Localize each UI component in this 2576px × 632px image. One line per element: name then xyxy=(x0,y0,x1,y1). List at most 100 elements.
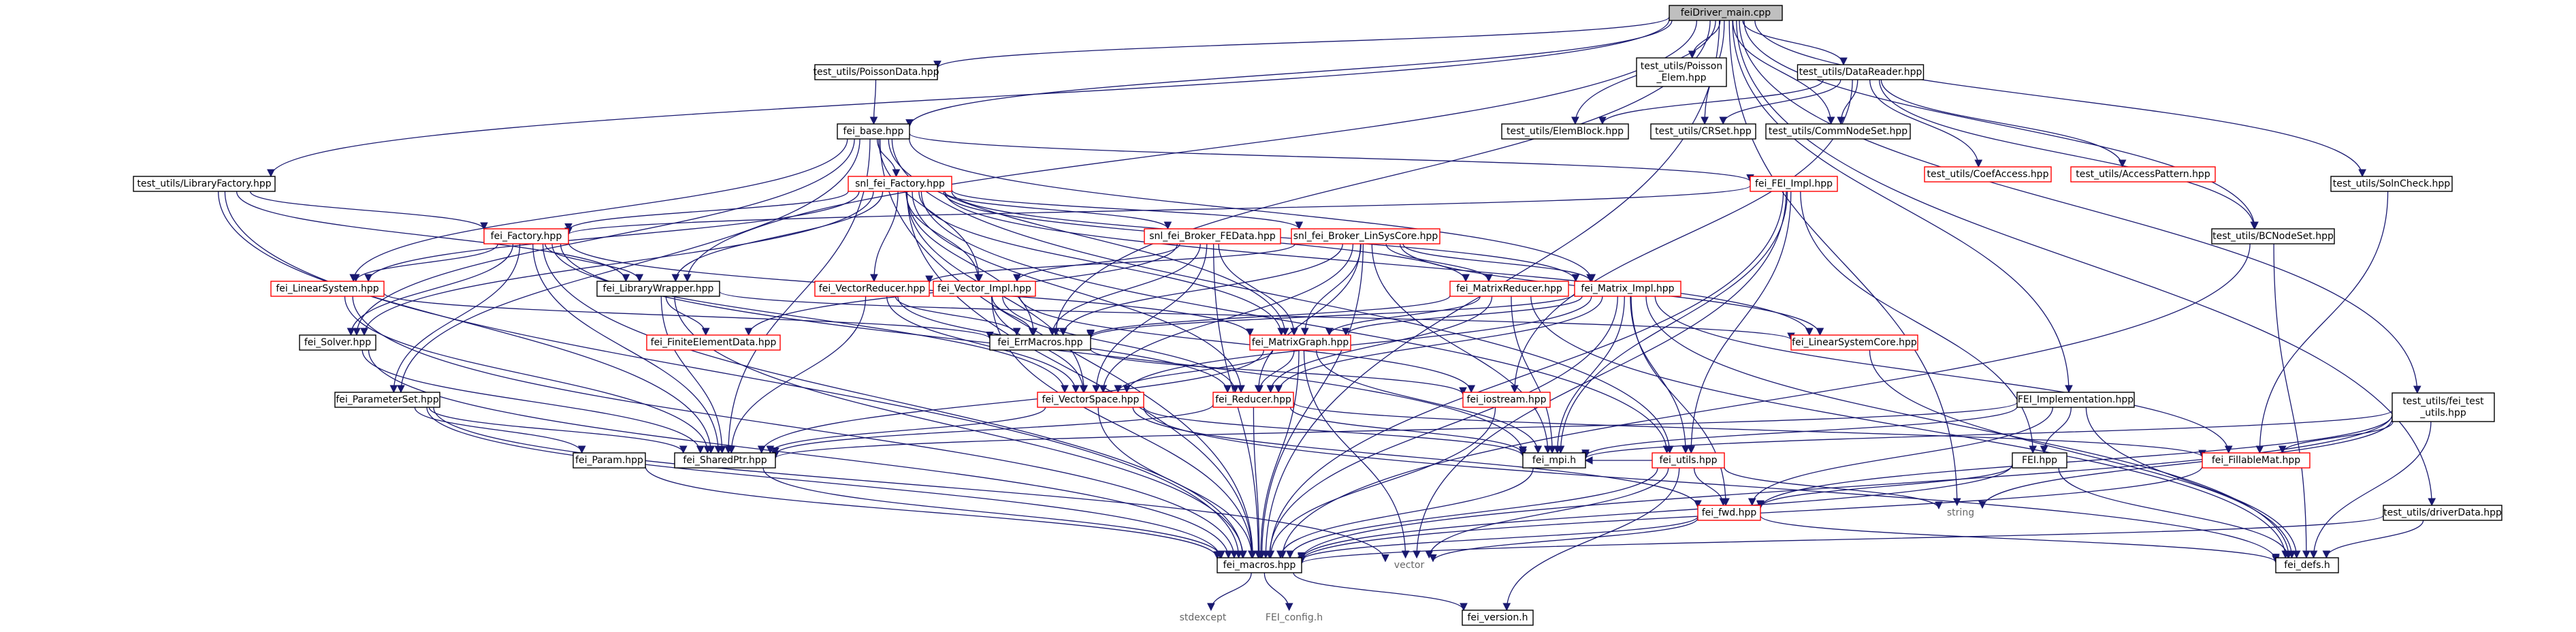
node-label: test_utils/CRSet.hpp xyxy=(1655,126,1752,137)
node-label: fei_Param.hpp xyxy=(575,455,643,466)
node-test-utils-driver-data[interactable]: test_utils/driverData.hpp xyxy=(2383,505,2502,521)
node-box xyxy=(596,281,720,297)
node-fei-linear-system[interactable]: fei_LinearSystem.hpp xyxy=(270,281,385,297)
node-box xyxy=(1765,123,1911,140)
node-snl-fei-factory[interactable]: snl_fei_Factory.hpp xyxy=(848,176,952,192)
edge-fei-factory-to-fei-solver xyxy=(347,243,514,336)
node-layer: feiDriver_main.cpp test_utils/PoissonData… xyxy=(133,5,2502,626)
node-test-utils-fei-test[interactable]: test_utils/fei_test_utils.hpp xyxy=(2392,392,2495,422)
node-fei-base[interactable]: fei_base.hpp xyxy=(837,123,910,140)
edge-snl-fe-data-to-fei-err-macros xyxy=(1048,243,1201,336)
edge-fei-parameter-set-to-fei-shared-ptr xyxy=(428,407,688,454)
node-fei-parameter-set[interactable]: fei_ParameterSet.hpp xyxy=(334,392,440,408)
edge-fei-reducer-to-fei-mpi xyxy=(1289,407,1527,455)
node-fei-vector-space[interactable]: fei_VectorSpace.hpp xyxy=(1037,392,1144,408)
edge-fei-matrix-reducer-to-fei-mpi xyxy=(1511,296,1556,454)
edge-fei-solver-to-fei-macros xyxy=(368,349,1233,559)
edge-test-utils-fei-test-to-string xyxy=(1978,418,2393,509)
edge-fei-driver-main-to-soln-check xyxy=(1754,20,2366,178)
node-box xyxy=(1750,176,1838,192)
node-fei-matrix-reducer[interactable]: fei_MatrixReducer.hpp xyxy=(1449,281,1569,297)
node-label: test_utils/SolnCheck.hpp xyxy=(2333,178,2451,189)
node-label: fei_Vector_Impl.hpp xyxy=(937,283,1031,294)
node-fei-hpp[interactable]: FEI.hpp xyxy=(2012,452,2067,469)
edge-test-utils-fei-test-to-fei-fwd xyxy=(1756,415,2393,509)
node-bc-node-set[interactable]: test_utils/BCNodeSet.hpp xyxy=(2211,228,2335,244)
node-coef-access[interactable]: test_utils/CoefAccess.hpp xyxy=(1924,166,2052,183)
edge-fei-macros-to-fei-config xyxy=(1263,572,1293,612)
node-fei-matrix-impl[interactable]: fei_Matrix_Impl.hpp xyxy=(1574,281,1681,297)
edge-fei-implementation-to-fei-mpi xyxy=(1581,406,2018,458)
node-label: FEI_config.h xyxy=(1266,612,1323,623)
node-fei-version[interactable]: fei_version.h xyxy=(1462,610,1534,626)
node-box xyxy=(1462,392,1551,408)
edge-fei-base-to-fei-parameter-set xyxy=(397,138,860,394)
node-label: fei_ErrMacros.hpp xyxy=(997,337,1082,348)
node-fei-impl[interactable]: fei_FEI_Impl.hpp xyxy=(1750,176,1838,192)
edge-fei-impl-to-fei-mpi xyxy=(1556,191,1788,454)
node-comm-node-set[interactable]: test_utils/CommNodeSet.hpp xyxy=(1765,123,1911,140)
node-poisson-elem[interactable]: test_utils/Poisson_Elem.hpp xyxy=(1636,57,1727,87)
node-cr-set[interactable]: test_utils/CRSet.hpp xyxy=(1650,123,1756,140)
edge-layer xyxy=(218,16,2436,612)
edge-fei-vector-impl-to-fei-iostream xyxy=(1019,296,1475,394)
node-data-reader[interactable]: test_utils/DataReader.hpp xyxy=(1797,64,1925,80)
node-fei-err-macros[interactable]: fei_ErrMacros.hpp xyxy=(989,334,1091,351)
node-fei-vector-reducer[interactable]: fei_VectorReducer.hpp xyxy=(814,281,930,297)
node-fei-matrix-graph[interactable]: fei_MatrixGraph.hpp xyxy=(1249,334,1351,351)
node-fei-linear-system-core[interactable]: fei_LinearSystemCore.hpp xyxy=(1790,334,1918,351)
node-soln-check[interactable]: test_utils/SolnCheck.hpp xyxy=(2330,176,2453,192)
node-fei-factory[interactable]: fei_Factory.hpp xyxy=(483,228,569,244)
node-fei-macros[interactable]: fei_macros.hpp xyxy=(1217,557,1302,573)
node-label: test_utils/AccessPattern.hpp xyxy=(2076,169,2210,180)
edge-snl-fei-factory-to-fei-factory xyxy=(564,191,849,232)
node-label: _utils.hpp xyxy=(2419,408,2466,419)
node-fei-utils[interactable]: fei_utils.hpp xyxy=(1652,452,1725,469)
node-box xyxy=(1574,281,1681,297)
node-fei-fillable-mat[interactable]: fei_FillableMat.hpp xyxy=(2202,452,2311,469)
node-snl-lin-sys-core[interactable]: snl_fei_Broker_LinSysCore.hpp xyxy=(1291,228,1440,244)
node-fei-driver-main[interactable]: feiDriver_main.cpp xyxy=(1669,5,1783,21)
edge-fei-factory-to-fei-linear-system xyxy=(351,243,498,283)
node-fei-param[interactable]: fei_Param.hpp xyxy=(573,452,646,469)
edge-snl-lin-sys-core-to-fei-vector-space xyxy=(1099,243,1354,394)
edge-snl-fe-data-to-fei-vector-space xyxy=(1092,243,1208,394)
node-fei-vector-impl[interactable]: fei_Vector_Impl.hpp xyxy=(933,281,1036,297)
edge-poisson-data-to-fei-base xyxy=(869,79,878,125)
node-fei-defs[interactable]: fei_defs.h xyxy=(2275,557,2339,573)
edge-snl-fei-factory-to-snl-lin-sys-core xyxy=(951,189,1303,230)
node-label: fei_base.hpp xyxy=(843,126,904,137)
node-label: test_utils/ElemBlock.hpp xyxy=(1507,126,1624,137)
node-fei-library-wrapper[interactable]: fei_LibraryWrapper.hpp xyxy=(596,281,720,297)
node-box xyxy=(1144,228,1281,244)
node-fei-implementation[interactable]: FEI_Implementation.hpp xyxy=(2016,392,2135,408)
node-fei-reducer[interactable]: fei_Reducer.hpp xyxy=(1212,392,1294,408)
node-box xyxy=(2202,452,2311,469)
node-library-factory[interactable]: test_utils/LibraryFactory.hpp xyxy=(133,176,276,192)
edge-fei-solver-to-fei-shared-ptr xyxy=(361,349,705,454)
node-fei-solver[interactable]: fei_Solver.hpp xyxy=(299,334,376,351)
node-box xyxy=(1501,123,1629,140)
node-elem-block[interactable]: test_utils/ElemBlock.hpp xyxy=(1501,123,1629,140)
node-fei-mpi[interactable]: fei_mpi.h xyxy=(1522,452,1586,469)
edge-fei-iostream-to-fei-macros xyxy=(1266,407,1496,559)
node-fei-iostream[interactable]: fei_iostream.hpp xyxy=(1462,392,1551,408)
edge-fei-factory-to-fei-macros xyxy=(542,243,1247,559)
edge-fei-driver-main-to-data-reader xyxy=(1742,20,1848,66)
node-fei-fwd[interactable]: fei_fwd.hpp xyxy=(1697,505,1761,521)
node-fei-shared-ptr[interactable]: fei_SharedPtr.hpp xyxy=(674,452,776,469)
edge-fei-matrix-impl-to-fei-reducer xyxy=(1274,296,1603,394)
node-label: test_utils/PoissonData.hpp xyxy=(814,67,939,78)
node-poisson-data[interactable]: test_utils/PoissonData.hpp xyxy=(814,64,939,80)
node-label: fei_LinearSystemCore.hpp xyxy=(1792,337,1917,348)
node-access-pattern[interactable]: test_utils/AccessPattern.hpp xyxy=(2070,166,2216,183)
node-snl-fe-data[interactable]: snl_fei_Broker_FEData.hpp xyxy=(1144,228,1281,244)
node-box xyxy=(1790,334,1918,351)
edge-fei-base-to-snl-fei-factory xyxy=(876,138,901,178)
node-label: test_utils/BCNodeSet.hpp xyxy=(2212,231,2334,242)
node-fei-finite-element-data[interactable]: fei_FiniteElementData.hpp xyxy=(646,334,781,351)
edge-fei-implementation-to-fei-shared-ptr xyxy=(771,402,2018,459)
edge-library-factory-to-fei-factory xyxy=(249,191,488,231)
node-box xyxy=(1652,452,1725,469)
